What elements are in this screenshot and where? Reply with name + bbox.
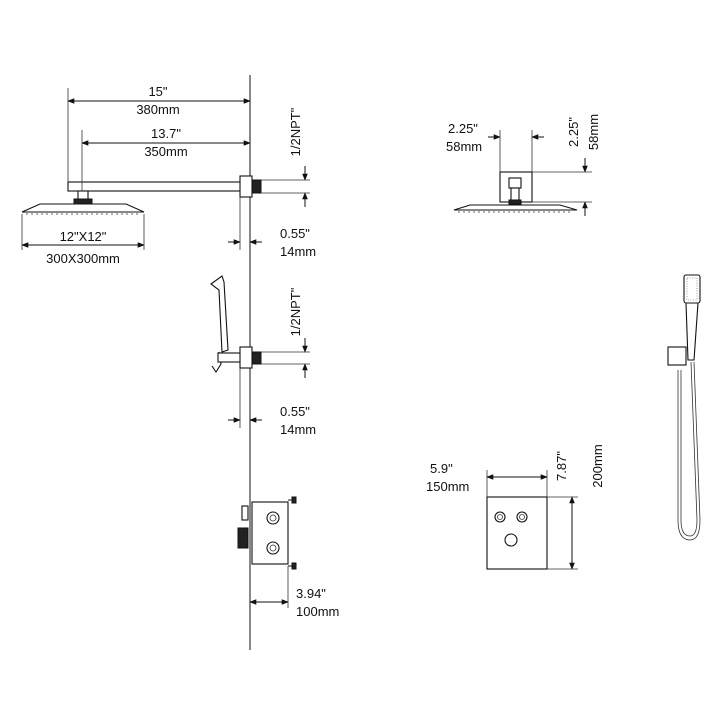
- dim-arm-length-mm: 380mm: [136, 102, 179, 117]
- dim-plate-width-in: 5.9": [430, 461, 453, 476]
- dim-valve-depth-mm: 100mm: [296, 604, 339, 619]
- dim-thread-mid-label: 1/2NPT": [288, 287, 303, 336]
- dim-arm-reach-mm: 350mm: [144, 144, 187, 159]
- dim-plate-height-mm: 200mm: [590, 444, 605, 487]
- dim-arm-reach: 13.7" 350mm: [81, 126, 251, 191]
- dim-plate-width: 5.9" 150mm: [426, 461, 548, 497]
- holder-thread: [251, 351, 262, 365]
- dim-arm-length: 15" 380mm: [67, 84, 251, 182]
- shower-arm: [67, 181, 247, 192]
- trim-button-left: [494, 511, 506, 523]
- dim-flange-height-mm: 58mm: [586, 114, 601, 150]
- dim-thread-mid: 1/2NPT": [261, 287, 310, 378]
- dim-plate-height: 7.87" 200mm: [547, 444, 605, 570]
- dim-valve-depth-in: 3.94": [296, 586, 326, 601]
- hand-shower-head: [210, 275, 229, 353]
- dim-arm-length-in: 15": [148, 84, 167, 99]
- dim-gap-top-in: 0.55": [280, 226, 310, 241]
- dim-head-size-mm: 300X300mm: [46, 251, 120, 266]
- dim-flange-height-in: 2.25": [566, 117, 581, 147]
- dim-valve-depth: 3.94" 100mm: [249, 566, 339, 619]
- trim-knob: [504, 533, 518, 547]
- wall-outlet-block: [667, 346, 687, 366]
- dim-flange-width-in: 2.25": [448, 121, 478, 136]
- dim-flange-height: 2.25" 58mm: [532, 114, 601, 216]
- arm-thread: [251, 179, 262, 194]
- hand-shower-assembly: [210, 275, 262, 374]
- trim-plate: [486, 496, 548, 570]
- valve-housing: [251, 501, 289, 565]
- dim-thread-top: 1/2NPT": [261, 107, 310, 207]
- arm-flange: [239, 175, 253, 198]
- valve-port-top: [266, 511, 280, 525]
- trim-button-right: [516, 511, 528, 523]
- valve-cartridge: [237, 527, 249, 549]
- flange-detail: [453, 171, 578, 213]
- dim-plate-width-mm: 150mm: [426, 479, 469, 494]
- dim-arm-reach-in: 13.7": [151, 126, 181, 141]
- dim-flange-width: 2.25" 58mm: [446, 121, 544, 172]
- hand-shower-hose: [667, 274, 701, 541]
- dim-head-size: 12"X12" 300X300mm: [21, 214, 145, 266]
- shower-hose: [677, 361, 701, 541]
- dim-gap-top: 0.55" 14mm: [228, 197, 316, 259]
- dim-gap-mid-in: 0.55": [280, 404, 310, 419]
- holder-flange: [239, 346, 253, 369]
- dim-plate-height-in: 7.87": [554, 451, 569, 481]
- dim-head-size-in: 12"X12": [60, 229, 107, 244]
- shower-head: [21, 203, 145, 213]
- trim-plate-rect: [486, 496, 548, 570]
- dim-gap-mid-mm: 14mm: [280, 422, 316, 437]
- hand-shower-grip: [685, 302, 699, 361]
- hand-shower-face: [683, 274, 701, 304]
- flange-shower-head: [453, 204, 578, 211]
- shower-arm-assembly: [21, 175, 262, 215]
- valve-stem: [241, 505, 249, 521]
- head-ball-joint: [73, 198, 93, 205]
- flange-nut: [508, 177, 522, 189]
- valve-port-bottom: [266, 541, 280, 555]
- dim-gap-mid: 0.55" 14mm: [228, 368, 316, 437]
- dim-thread-top-label: 1/2NPT": [288, 107, 303, 156]
- dim-gap-top-mm: 14mm: [280, 244, 316, 259]
- valve-body: [237, 496, 297, 570]
- dim-flange-width-mm: 58mm: [446, 139, 482, 154]
